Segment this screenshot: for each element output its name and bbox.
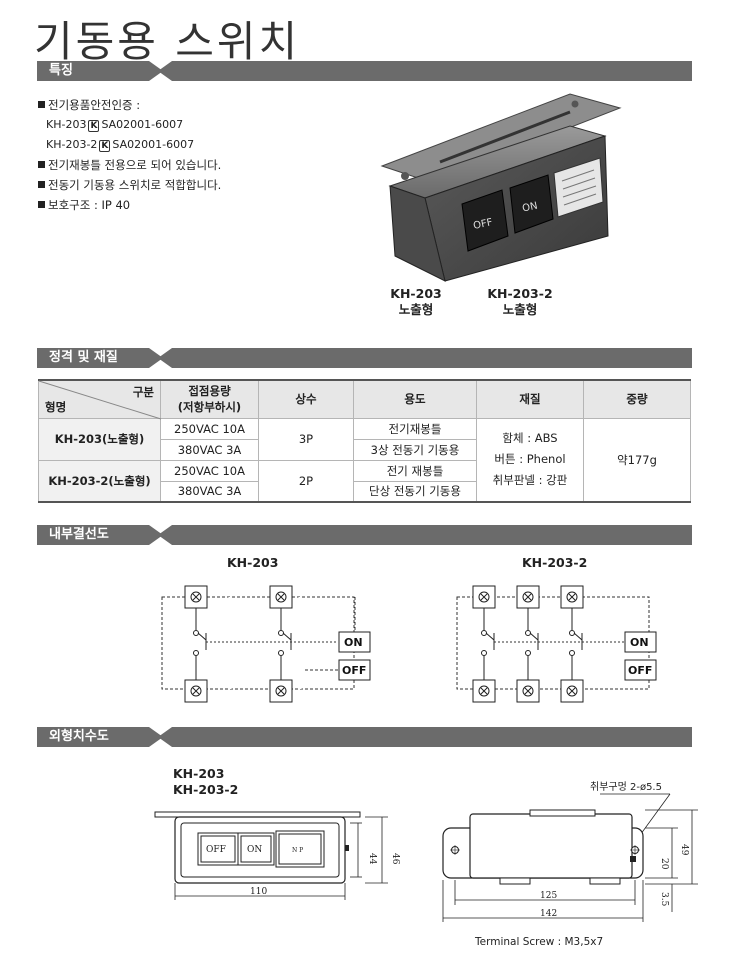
front-off-label: OFF [206,845,226,855]
feature-item-3: 보호구조 : IP 40 [38,195,221,215]
spec-usage: 3상 전동기 기동용 [353,438,477,461]
product-name-plate [553,157,604,218]
section-bar-fill [158,348,692,368]
section-title-dimensions: 외형치수도 [37,727,163,747]
spec-phase: 3P [258,417,354,461]
wiring-diagram-kh203: ON OFF [161,585,371,703]
side-h49-dim: 49 [679,844,689,856]
spec-header-corner: 구분 형명 [38,379,162,420]
wiring-diagram-kh203-2: ON OFF [456,585,657,703]
side-h20-dim: 20 [659,858,669,870]
feature-item-1: 전기재봉틀 전용으로 되어 있습니다. [38,155,221,175]
spec-header-phase: 상수 [258,379,354,419]
section-bar-fill [158,727,692,747]
spec-usage: 전기 재봉틀 [353,459,477,482]
kc-mark-icon: K [88,120,100,132]
table-row: 380VAC 3A 단상 전동기 기동용 [39,480,691,503]
section-title-features: 특징 [37,61,163,81]
spec-capacity: 380VAC 3A [160,480,259,503]
table-row: KH-203(노출형) 250VAC 10A 3P 전기재봉틀 함체 : ABS… [38,417,691,503]
diagonal-line [38,380,162,420]
front-on-label: ON [247,845,262,855]
spec-weight: 약177g [583,417,691,503]
front-view-drawing: OFF ON N P 110 44 46 [154,811,400,900]
wiring-on-box: ON [344,636,363,649]
wiring-off-box: OFF [628,664,652,677]
spec-capacity: 250VAC 10A [160,417,259,440]
front-outer-height-dim: 46 [390,853,400,865]
spec-model-kh203: KH-203(노출형) [38,417,161,461]
product-photo: OFF ON [380,93,622,282]
side-h35-dim: 3.5 [659,892,669,907]
spec-usage: 전기재봉틀 [353,417,477,440]
dimension-models: KH-203 KH-203-2 [173,766,239,797]
spec-capacity: 380VAC 3A [160,438,259,461]
section-bar-features: 특징 [37,61,692,81]
wiring-title-kh203-2: KH-203-2 [522,555,588,570]
section-bar-wiring: 내부결선도 [37,525,692,545]
wiring-off-box: OFF [342,664,366,677]
spec-header-material: 재질 [476,379,584,419]
spec-header-usage: 용도 [353,379,477,419]
product-off-button [461,189,509,252]
product-off-label: OFF [472,217,493,232]
side-outer-length-dim: 142 [540,909,557,919]
product-on-button [509,174,554,234]
page-title: 기동용 스위치 [34,17,301,66]
table-row: 380VAC 3A 3상 전동기 기동용 [39,438,691,461]
terminal-note: Terminal Screw : M3,5x7 [475,936,604,948]
product-on-label: ON [521,201,538,215]
feature-cert: 전기용품안전인증 : [38,95,221,115]
spec-header-capacity: 접점용량(저항부하시) [160,379,259,419]
front-np-label: N P [292,847,303,854]
section-bar-fill [158,61,692,81]
bullet-icon [38,181,45,188]
bullet-icon [38,161,45,168]
feature-item-2: 전동기 기동용 스위치로 적합합니다. [38,175,221,195]
kc-mark-icon: K [99,140,111,152]
section-title-wiring: 내부결선도 [37,525,163,545]
front-width-dim: 110 [250,887,267,897]
wiring-on-box: ON [630,636,649,649]
spec-header-weight: 중량 [583,379,691,419]
spec-capacity: 250VAC 10A [160,459,259,482]
side-inner-length-dim: 125 [540,891,557,901]
side-view-drawing: 취부구멍 2-ø5.5 125 142 20 49 3.5 [442,781,698,922]
section-bar-ratings: 정격 및 재질 [37,348,692,368]
bullet-icon [38,201,45,208]
spec-material: 함체 : ABS 버튼 : Phenol 취부판넬 : 강판 [476,417,584,503]
spec-phase: 2P [258,459,354,503]
spec-table: 구분 형명 접점용량(저항부하시) 상수 용도 재질 중량 KH-203(노출형… [38,379,691,503]
section-bar-dimensions: 외형치수도 [37,727,692,747]
front-inner-height-dim: 44 [367,853,377,865]
section-bar-fill [158,525,692,545]
spec-usage: 단상 전동기 기동용 [353,480,477,503]
section-title-ratings: 정격 및 재질 [37,348,163,368]
bullet-icon [38,101,45,108]
hole-note: 취부구멍 2-ø5.5 [590,781,662,793]
wiring-title-kh203: KH-203 [227,555,279,570]
spec-model-kh203-2: KH-203-2(노출형) [38,459,161,503]
